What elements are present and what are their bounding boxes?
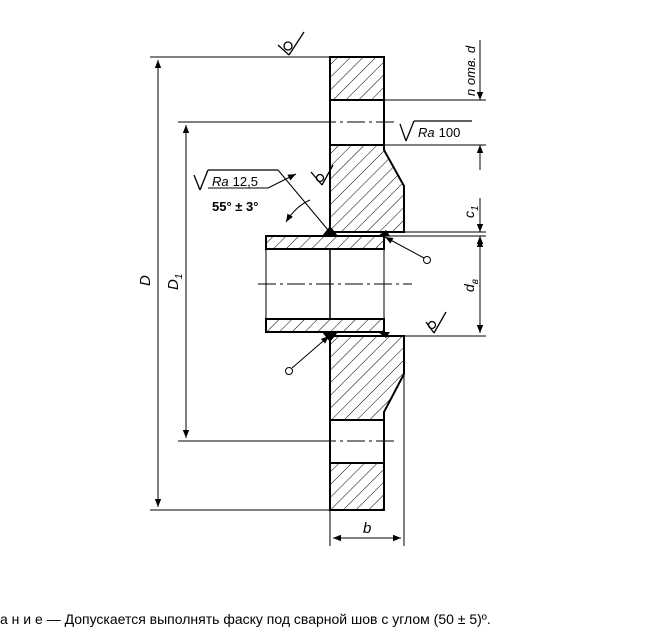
weld-marker-top [423, 256, 431, 264]
weld-marker-bottom [285, 367, 293, 375]
pipe-section [265, 226, 390, 342]
dimension-lines [154, 40, 484, 542]
label-c1: c1 [461, 205, 481, 218]
roughness-symbols [193, 31, 472, 334]
label-bevel-angle: 55° ± 3° [212, 199, 258, 214]
center-lines [258, 121, 412, 442]
label-b: b [363, 520, 371, 537]
roughness-top [277, 31, 305, 56]
label-n-holes: n отв. d [463, 45, 478, 96]
extension-lines [150, 56, 486, 546]
label-D1: D1 [165, 274, 185, 290]
roughness-bevel [193, 169, 278, 191]
roughness-bevel-face [310, 164, 334, 186]
label-dv: dв [461, 279, 481, 292]
label-D: D [137, 275, 154, 286]
roughness-bore [399, 120, 472, 142]
leader-lines [208, 169, 431, 375]
roughness-weld-right [425, 311, 447, 334]
footnote: а н и е — Допускается выполнять фаску по… [0, 611, 491, 627]
